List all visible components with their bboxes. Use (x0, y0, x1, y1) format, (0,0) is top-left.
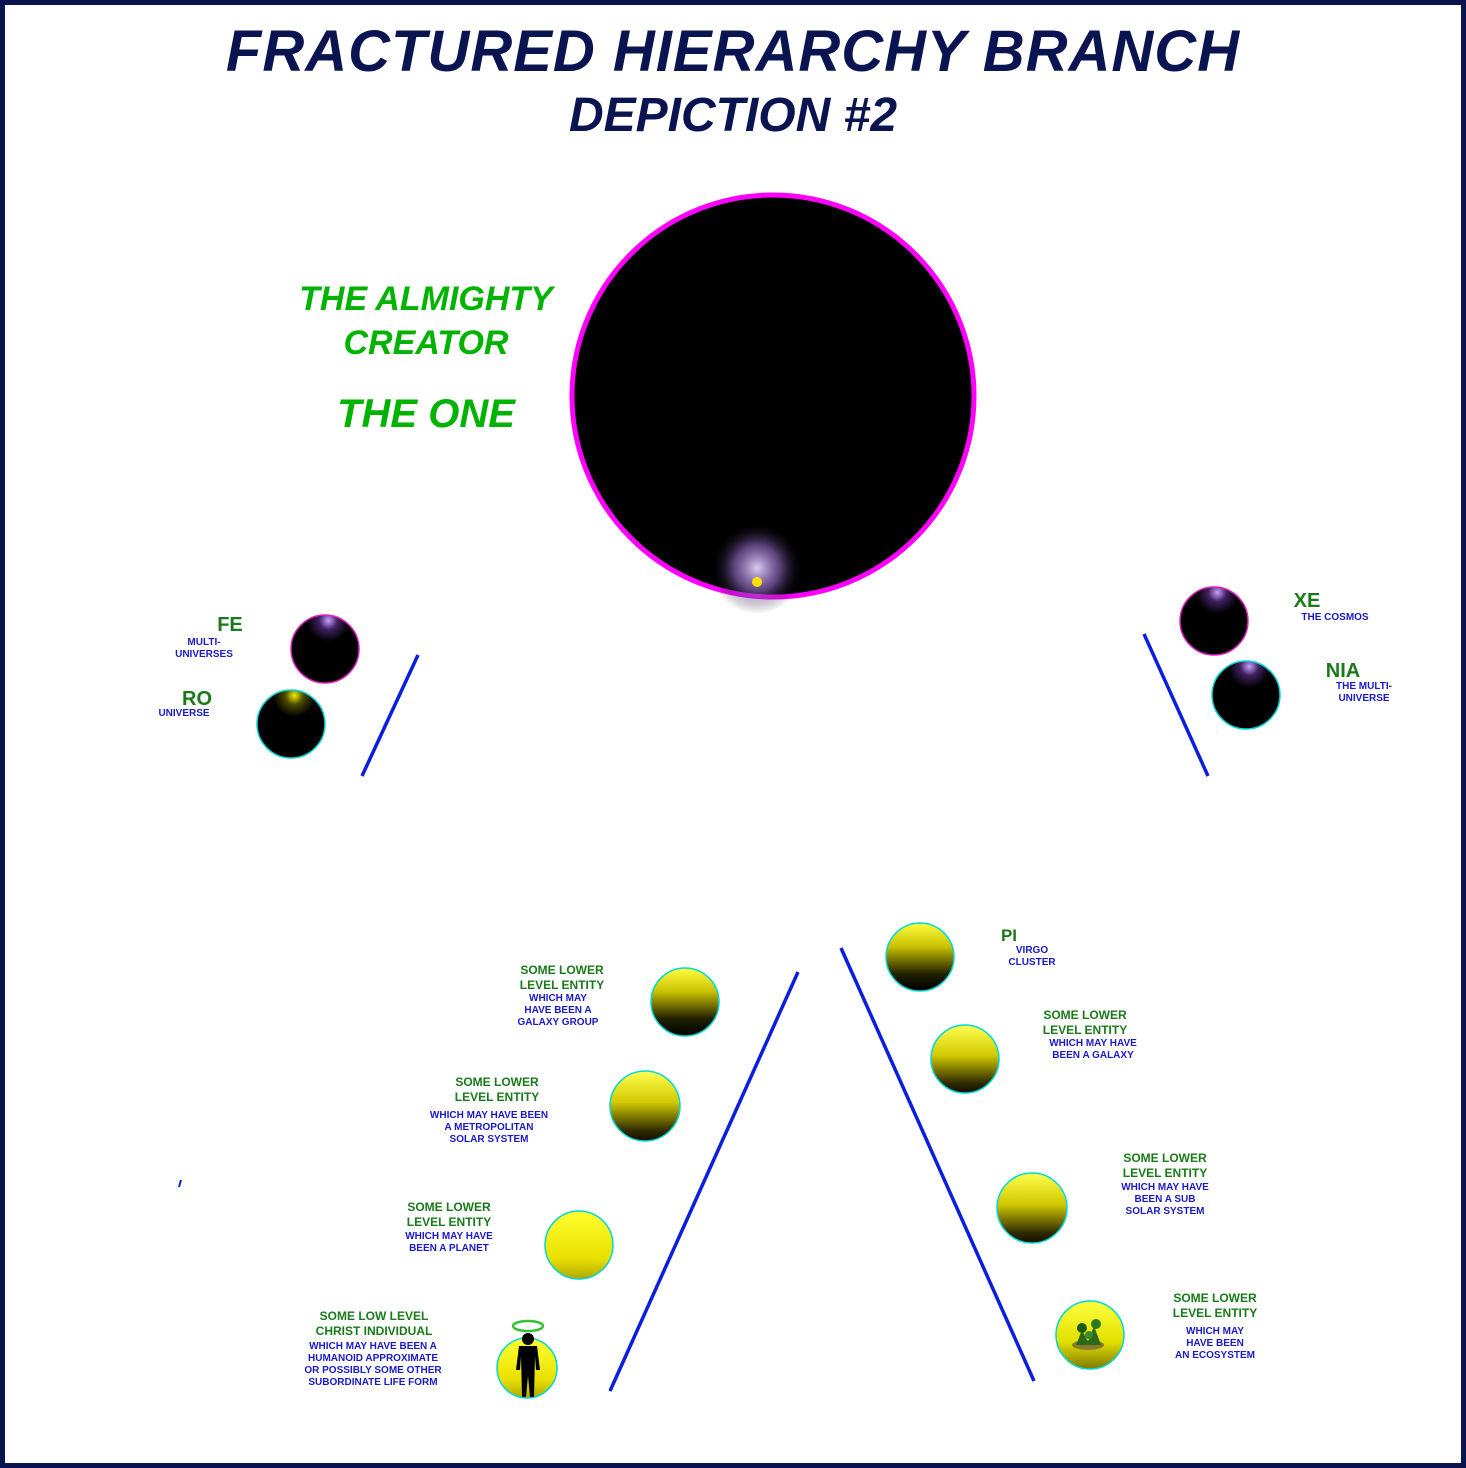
galaxy-group-sphere (650, 967, 720, 1037)
sub-solar-system-desc: WHICH MAY HAVE BEEN A SUB SOLAR SYSTEM (1121, 1182, 1209, 1217)
galaxy-group-desc: WHICH MAY HAVE BEEN A GALAXY GROUP (517, 993, 599, 1028)
creator-glow (711, 522, 803, 614)
lower-left-connector-line (608, 971, 800, 1392)
nia-name: NIA (1325, 660, 1361, 682)
upper-right-connector-line (1142, 633, 1210, 777)
fe-desc: MULTI- UNIVERSES (175, 637, 233, 660)
ro-sphere (256, 689, 326, 759)
galaxy-sphere (930, 1024, 1000, 1094)
planet-label: SOME LOWER LEVEL ENTITY (406, 1200, 492, 1229)
ro-desc: UNIVERSE (158, 708, 210, 719)
sub-solar-system-label: SOME LOWER LEVEL ENTITY (1122, 1151, 1208, 1180)
halo-icon (511, 1319, 545, 1333)
creator-yellow-dot (752, 577, 762, 587)
solar-system-sphere (609, 1070, 681, 1142)
planet-desc: WHICH MAY HAVE BEEN A PLANET (405, 1231, 493, 1254)
ecosystem-label: SOME LOWER LEVEL ENTITY (1172, 1291, 1258, 1320)
ro-name: RO (182, 688, 212, 710)
xe-desc: THE COSMOS (1301, 612, 1369, 623)
fe-name: FE (217, 614, 243, 636)
pi-name: PI (1000, 926, 1018, 945)
sub-solar-system-sphere (996, 1172, 1068, 1244)
ecosystem-icon (1072, 1319, 1104, 1350)
diagram-subtitle: DEPICTION #2 (568, 89, 898, 142)
nia-sphere (1211, 660, 1281, 730)
christ-individual-label: SOME LOW LEVEL CHRIST INDIVIDUAL (315, 1309, 433, 1338)
fe-sphere (290, 614, 360, 684)
ecosystem-desc: WHICH MAY HAVE BEEN AN ECOSYSTEM (1174, 1326, 1255, 1361)
christ-individual-desc: WHICH MAY HAVE BEEN A HUMANOID APPROXIMA… (304, 1341, 442, 1388)
solar-system-label: SOME LOWER LEVEL ENTITY (454, 1075, 540, 1104)
xe-sphere (1179, 586, 1249, 656)
humanoid-figure-icon (511, 1319, 545, 1397)
xe-name: XE (1293, 590, 1321, 612)
stray-mark (178, 1179, 182, 1188)
galaxy-group-label: SOME LOWER LEVEL ENTITY (519, 963, 605, 992)
upper-left-connector-line (360, 654, 420, 777)
planet-sphere (544, 1210, 614, 1280)
nia-desc: THE MULTI- UNIVERSE (1336, 681, 1392, 704)
virgo-cluster-sphere (885, 922, 955, 992)
lower-right-connector-line (839, 947, 1036, 1382)
creator-label-line1: THE ALMIGHTY (299, 280, 553, 318)
creator-label-line3: THE ONE (337, 392, 515, 436)
solar-system-desc: WHICH MAY HAVE BEEN A METROPOLITAN SOLAR… (429, 1110, 549, 1145)
galaxy-desc: WHICH MAY HAVE BEEN A GALAXY (1049, 1038, 1137, 1061)
galaxy-label: SOME LOWER LEVEL ENTITY (1042, 1008, 1128, 1037)
creator-label-line2: CREATOR (343, 324, 509, 362)
pi-desc: VIRGO CLUSTER (1008, 945, 1056, 968)
diagram-title: FRACTURED HIERARCHY BRANCH (225, 19, 1241, 84)
